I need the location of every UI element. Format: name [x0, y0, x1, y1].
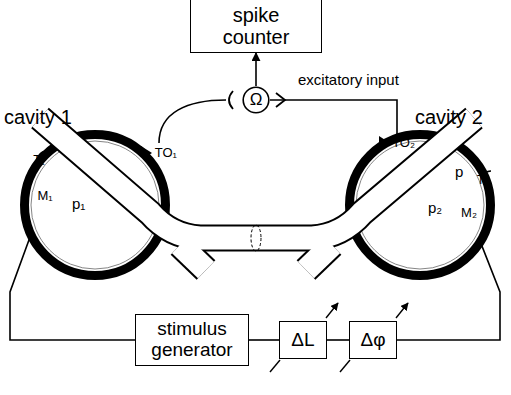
- cavity-wall: [25, 135, 166, 276]
- adjust-tick: [340, 360, 350, 372]
- cavity-label: p₂: [428, 200, 442, 217]
- node-label: T₁: [33, 154, 44, 167]
- node-label: Ω: [250, 91, 263, 110]
- adjust-arrow: [326, 303, 338, 318]
- input-wire: [159, 100, 226, 143]
- node-label: stimulus generator: [142, 319, 242, 361]
- cavity-outline: [20, 130, 170, 280]
- counter-box: spike counter: [190, 0, 322, 53]
- connector: [327, 339, 349, 341]
- neuron-symbol: Ω: [242, 86, 270, 114]
- node-label: M₁: [37, 189, 52, 203]
- cavity-label: cavity 2: [415, 106, 483, 128]
- tube-lumen: [306, 245, 332, 270]
- connector: [270, 100, 397, 134]
- cavity-inner: [356, 141, 484, 269]
- node-label: TO₂: [392, 136, 415, 150]
- tube-junction: [251, 225, 261, 251]
- phase-shifter-box: Δφ: [349, 321, 397, 359]
- cavity: TO₁T₁M₁cavity 1p₁: [20, 130, 170, 280]
- node-label: T₂: [477, 174, 489, 187]
- cavity-label: cavity 1: [4, 106, 72, 128]
- tube-outline: [40, 118, 474, 238]
- node-label: Δφ: [360, 330, 385, 351]
- tube-lumen: [180, 245, 206, 270]
- synapse-symbol: [276, 93, 285, 107]
- node-label: TO₁: [155, 146, 177, 160]
- circle-outline: [243, 87, 269, 113]
- tube-outline: [180, 245, 206, 270]
- tube-outline: [306, 245, 332, 270]
- adjust-arrow: [396, 303, 408, 318]
- connector: [255, 53, 257, 86]
- tube-lumen: [40, 118, 474, 238]
- cavity-label: p₁: [72, 196, 85, 213]
- cavity-inner: [31, 141, 159, 269]
- cavity-wall: [350, 135, 491, 276]
- attenuator-box: ΔL: [279, 321, 327, 359]
- generator-box: stimulus generator: [135, 314, 249, 366]
- connector: [249, 339, 279, 341]
- synapse-symbol: [229, 91, 233, 109]
- node-label: M₂: [461, 206, 477, 220]
- adjust-tick: [270, 360, 280, 372]
- node-label: spike counter: [197, 4, 315, 48]
- cavity: TO₂T₂M₂cavity 2pp₂: [345, 130, 495, 280]
- node-label: ΔL: [291, 330, 314, 351]
- cavity-label: p: [455, 164, 463, 181]
- edge-label: excitatory input: [296, 72, 401, 89]
